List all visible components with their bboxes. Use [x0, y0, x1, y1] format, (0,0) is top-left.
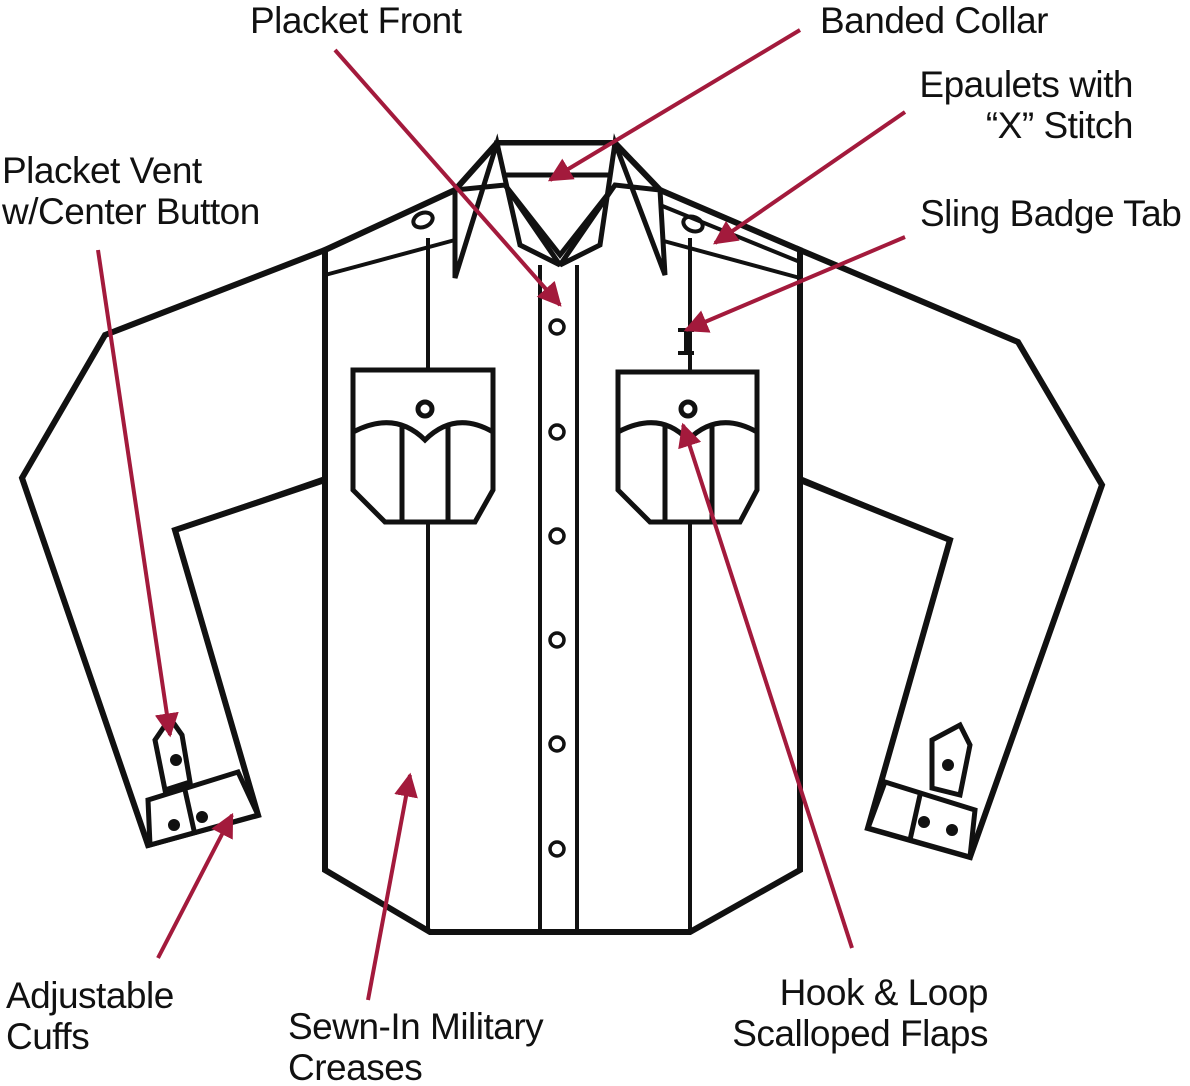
- arrow-placket-vent: [96, 249, 179, 738]
- right-cuff: [864, 721, 978, 861]
- label-line: Hook & Loop: [779, 972, 989, 1013]
- right-pocket: [615, 369, 760, 525]
- arrow-epaulets: [713, 110, 907, 245]
- label-line: Scalloped Flaps: [732, 1013, 988, 1054]
- placket-buttons: [548, 318, 566, 858]
- arrow-adjustable-cuffs: [156, 812, 234, 959]
- left-pocket: [350, 367, 496, 525]
- arrow-placket-front: [333, 48, 562, 307]
- label-line: Cuffs: [6, 1016, 90, 1057]
- label-line: Creases: [288, 1047, 423, 1086]
- label-line: w/Center Button: [2, 191, 260, 232]
- label-adjustable-cuffs: Adjustable Cuffs: [6, 975, 174, 1057]
- label-placket-front: Placket Front: [250, 0, 462, 41]
- label-line: Epaulets with: [919, 64, 1133, 105]
- arrow-hook-loop: [678, 422, 854, 949]
- arrow-creases: [366, 772, 418, 1001]
- label-line: Adjustable: [6, 975, 174, 1016]
- label-banded-collar: Banded Collar: [820, 0, 1048, 41]
- label-line: Placket Vent: [2, 150, 202, 191]
- label-military-creases: Sewn-In Military Creases: [288, 1006, 544, 1086]
- label-epaulets: Epaulets with “X” Stitch: [919, 64, 1133, 146]
- label-placket-vent: Placket Vent w/Center Button: [2, 150, 260, 232]
- arrow-banded-collar: [547, 28, 802, 182]
- label-line: “X” Stitch: [985, 105, 1134, 146]
- label-sling-badge-tab: Sling Badge Tab: [920, 193, 1182, 234]
- arrow-sling-badge-tab: [683, 235, 906, 333]
- label-line: Sewn-In Military: [288, 1006, 544, 1047]
- label-hook-loop-flaps: Hook & Loop Scalloped Flaps: [732, 972, 988, 1054]
